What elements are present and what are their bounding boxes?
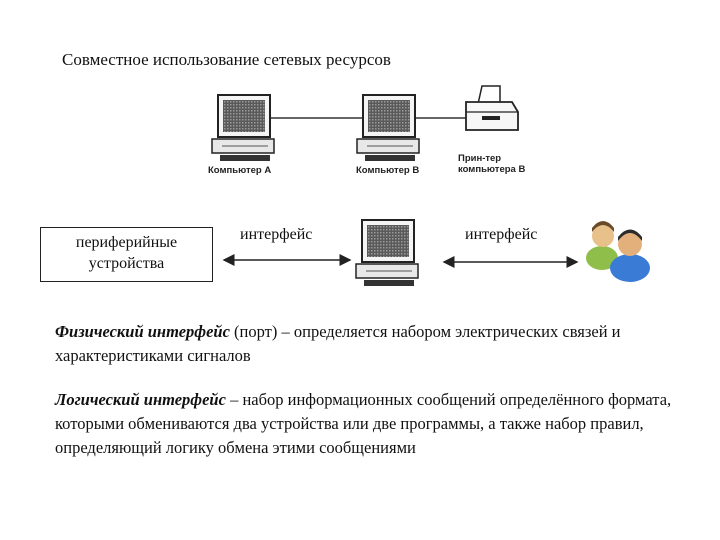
peripheral-line1: периферийные: [75, 234, 178, 251]
computer-b-icon: [356, 94, 420, 161]
interface-label-right: интерфейс: [465, 226, 538, 243]
physical-paren: (порт): [234, 322, 278, 341]
physical-term: Физический интерфейс: [55, 322, 230, 341]
users-icon: [586, 221, 650, 282]
printer-icon: [465, 85, 519, 131]
computer-b-label: Компьютер B: [356, 165, 420, 176]
logical-term: Логический интерфейс: [55, 390, 226, 409]
physical-definition: – определяется набором электрических свя…: [55, 322, 621, 365]
printer-label: Прин-тер компьютера B: [458, 153, 525, 175]
center-computer-icon: [355, 219, 419, 286]
peripheral-devices-box: периферийные устройства: [40, 227, 213, 282]
physical-interface-text: Физический интерфейс (порт) – определяет…: [55, 320, 695, 368]
logical-definition: – набор информационных сообщений определ…: [55, 390, 672, 457]
computer-a-icon: [211, 94, 275, 161]
peripheral-line2: устройства: [88, 255, 165, 272]
logical-interface-text: Логический интерфейс – набор информацион…: [55, 388, 695, 460]
page-title: Совместное использование сетевых ресурсо…: [62, 50, 391, 69]
printer-label-line2: компьютера B: [458, 164, 526, 175]
interface-label-left: интерфейс: [240, 226, 313, 243]
printer-label-line1: Прин-тер: [458, 153, 502, 164]
computer-a-label: Компьютер A: [208, 165, 272, 176]
